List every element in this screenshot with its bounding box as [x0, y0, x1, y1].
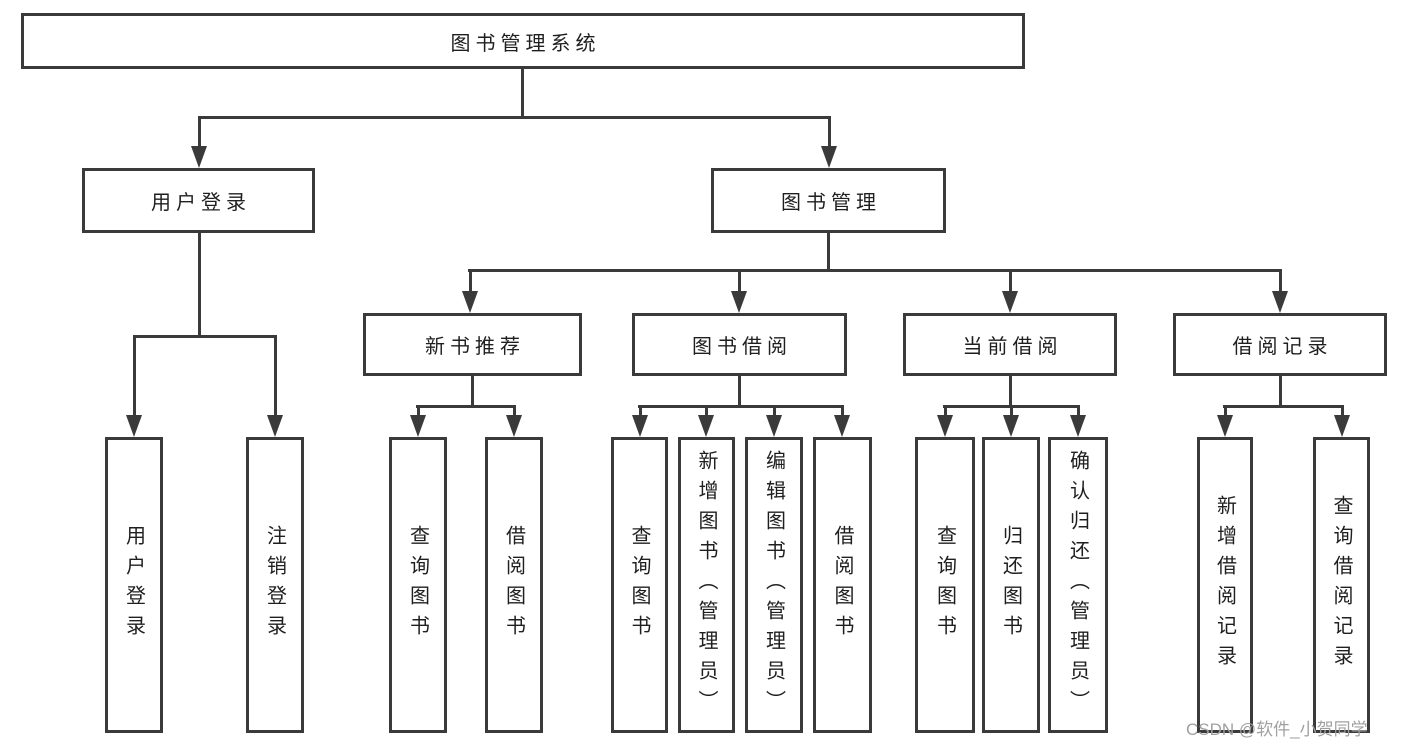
node-book-management: 图书管理 [711, 168, 946, 233]
connector-shaft [639, 405, 642, 417]
connector-shaft [1077, 405, 1080, 417]
leaf-borrow-add-books-admin: 新增图书（管理员） [678, 437, 735, 733]
connector-stem [827, 233, 830, 272]
connector-shaft [1279, 269, 1282, 295]
arrow-down-icon [191, 146, 207, 168]
connector-branch [133, 335, 277, 338]
arrow-down-icon [1272, 291, 1288, 313]
arrow-down-icon [834, 415, 850, 437]
leaf-borrow-borrow-books: 借阅图书 [813, 437, 872, 733]
connector-shaft [944, 405, 947, 417]
connector-trunk [521, 69, 524, 118]
connector-shaft [1010, 405, 1013, 417]
arrow-down-icon [126, 415, 142, 437]
leaf-borrow-query-books: 查询图书 [611, 437, 668, 733]
node-new-book-recommendation: 新书推荐 [363, 313, 582, 376]
arrow-down-icon [1002, 291, 1018, 313]
connector-shaft [1341, 405, 1344, 417]
connector-shaft [738, 269, 741, 295]
arrow-down-icon [410, 415, 426, 437]
csdn-watermark: CSDN @软件_小贺同学 [1186, 720, 1368, 739]
node-library-management-system: 图书管理系统 [21, 13, 1025, 69]
arrow-down-icon [632, 415, 648, 437]
connector-stem [1009, 376, 1012, 408]
arrow-down-icon [1217, 415, 1233, 437]
connector-shaft [274, 335, 277, 417]
arrow-down-icon [937, 415, 953, 437]
node-borrowing-records: 借阅记录 [1173, 313, 1387, 376]
arrow-down-icon [1070, 415, 1086, 437]
connector-shaft [133, 335, 136, 417]
arrow-down-icon [1334, 415, 1350, 437]
arrow-down-icon [462, 291, 478, 313]
leaf-user-login: 用户登录 [105, 437, 163, 733]
connector-shaft [705, 405, 708, 417]
connector-branch [1223, 405, 1343, 408]
connector-shaft [198, 116, 201, 149]
node-current-borrowing: 当前借阅 [903, 313, 1117, 376]
leaf-logout: 注销登录 [246, 437, 304, 733]
leaf-recommend-query-books: 查询图书 [389, 437, 447, 733]
leaf-records-add-record: 新增借阅记录 [1197, 437, 1253, 733]
leaf-borrow-edit-books-admin: 编辑图书（管理员） [745, 437, 803, 733]
leaf-records-query-record: 查询借阅记录 [1313, 437, 1370, 733]
leaf-current-return-books: 归还图书 [982, 437, 1040, 733]
connector-shaft [1009, 269, 1012, 295]
connector-shaft [513, 405, 516, 417]
leaf-current-confirm-return-admin: 确认归还（管理员） [1048, 437, 1108, 733]
arrow-down-icon [267, 415, 283, 437]
connector-stem [1279, 376, 1282, 408]
connector-branch [416, 405, 516, 408]
connector-shaft [841, 405, 844, 417]
arrow-down-icon [821, 146, 837, 168]
arrow-down-icon [766, 415, 782, 437]
arrow-down-icon [698, 415, 714, 437]
connector-level2-branch [468, 269, 1282, 272]
connector-stem [738, 376, 741, 408]
connector-shaft [469, 269, 472, 295]
arrow-down-icon [506, 415, 522, 437]
connector-shaft [773, 405, 776, 417]
node-book-borrowing: 图书借阅 [632, 313, 847, 376]
node-user-login: 用户登录 [82, 168, 315, 233]
connector-shaft [1224, 405, 1227, 417]
connector-stem [198, 233, 201, 338]
connector-level1-branch [198, 116, 831, 119]
leaf-current-query-books: 查询图书 [915, 437, 975, 733]
connector-branch [638, 405, 844, 408]
connector-stem [471, 376, 474, 408]
arrow-down-icon [1003, 415, 1019, 437]
connector-shaft [417, 405, 420, 417]
connector-shaft [828, 116, 831, 149]
leaf-recommend-borrow-books: 借阅图书 [485, 437, 543, 733]
arrow-down-icon [731, 291, 747, 313]
